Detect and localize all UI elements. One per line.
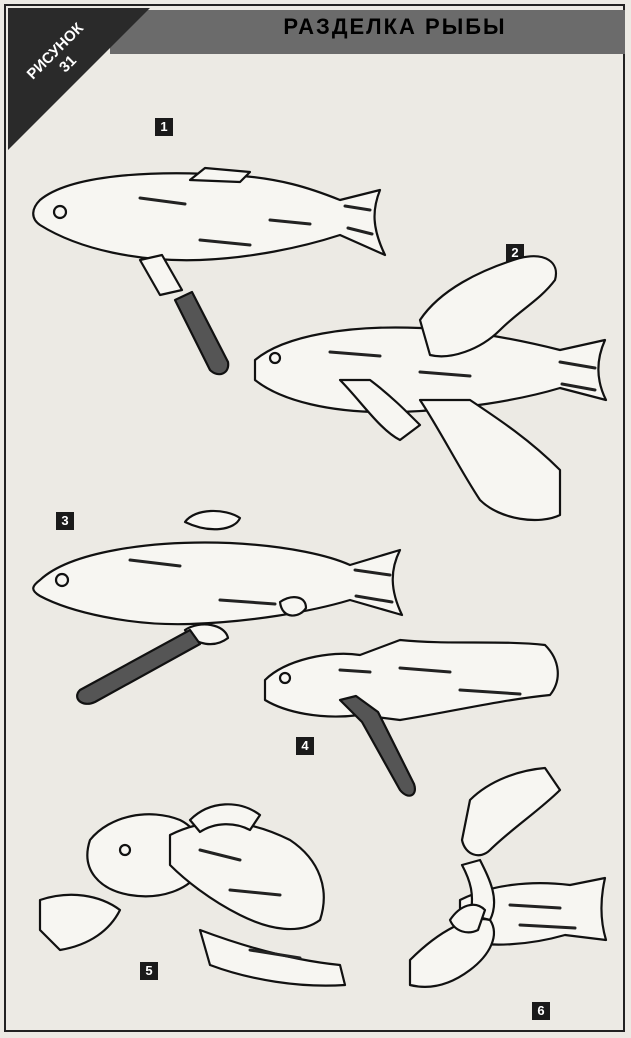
hands-removing-head-icon (40, 804, 345, 985)
fish-filleting-knife-icon (265, 640, 558, 796)
hands-removing-skin-icon (410, 768, 606, 987)
hands-holding-fish-icon (255, 256, 606, 520)
